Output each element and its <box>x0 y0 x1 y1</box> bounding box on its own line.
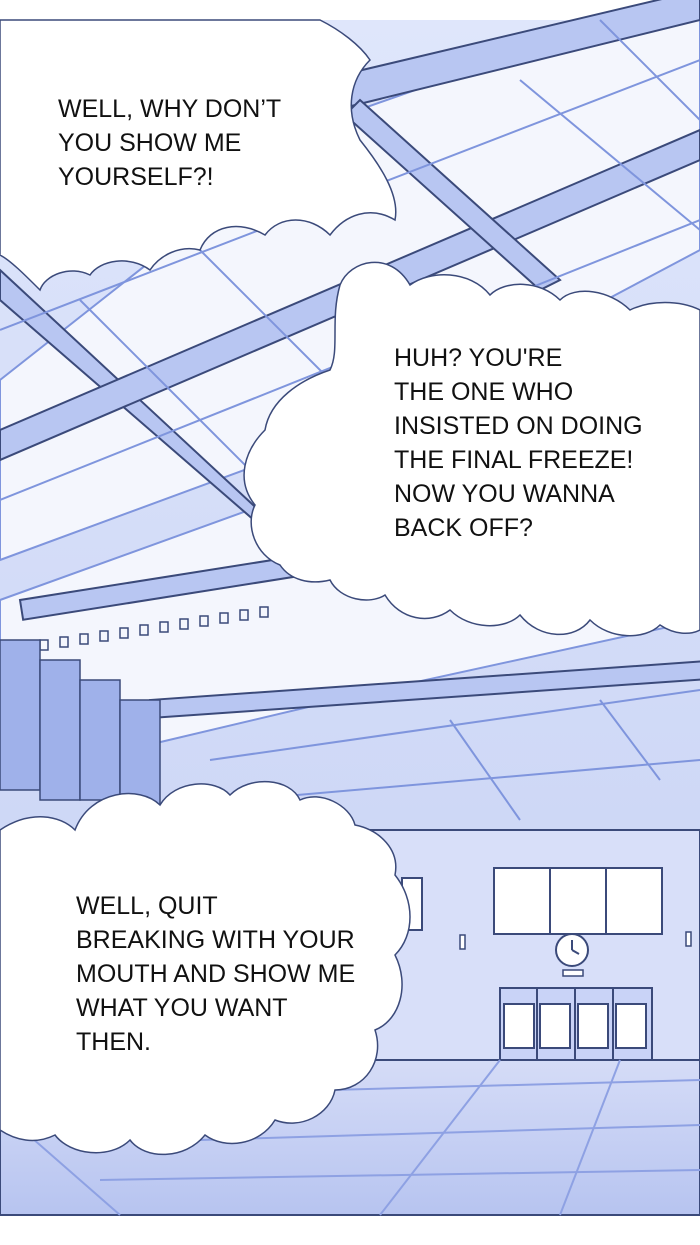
speech-line: THE FINAL FREEZE! <box>394 446 634 474</box>
speech-line: YOURSELF?! <box>58 163 214 191</box>
speech-line: BACK OFF? <box>394 514 533 542</box>
speech-bubble-bottom-left <box>0 781 411 1156</box>
speech-line: INSISTED ON DOING <box>394 412 643 440</box>
speech-bubble-right <box>243 261 700 637</box>
speech-line: BREAKING WITH YOUR <box>76 926 355 954</box>
speech-text-1: WELL, WHY DON’T YOU SHOW ME YOURSELF?! <box>58 92 281 194</box>
speech-line: HUH? YOU'RE <box>394 344 563 372</box>
speech-line: YOU SHOW ME <box>58 129 242 157</box>
speech-line: WELL, QUIT <box>76 892 218 920</box>
left-wall <box>0 639 161 811</box>
speech-line: WHAT YOU WANT <box>76 994 288 1022</box>
speech-line: THE ONE WHO <box>394 378 574 406</box>
speech-text-2: HUH? YOU'RE THE ONE WHO INSISTED ON DOIN… <box>394 341 643 545</box>
speech-line: MOUTH AND SHOW ME <box>76 960 356 988</box>
wall-clock <box>555 933 589 977</box>
speech-bubble-top-left <box>0 19 397 292</box>
speech-line: THEN. <box>76 1028 151 1056</box>
speech-line: WELL, WHY DON’T <box>58 95 282 123</box>
speech-text-3: WELL, QUIT BREAKING WITH YOUR MOUTH AND … <box>76 889 355 1059</box>
speech-line: NOW YOU WANNA <box>394 480 615 508</box>
speech-bubbles <box>0 19 700 1156</box>
